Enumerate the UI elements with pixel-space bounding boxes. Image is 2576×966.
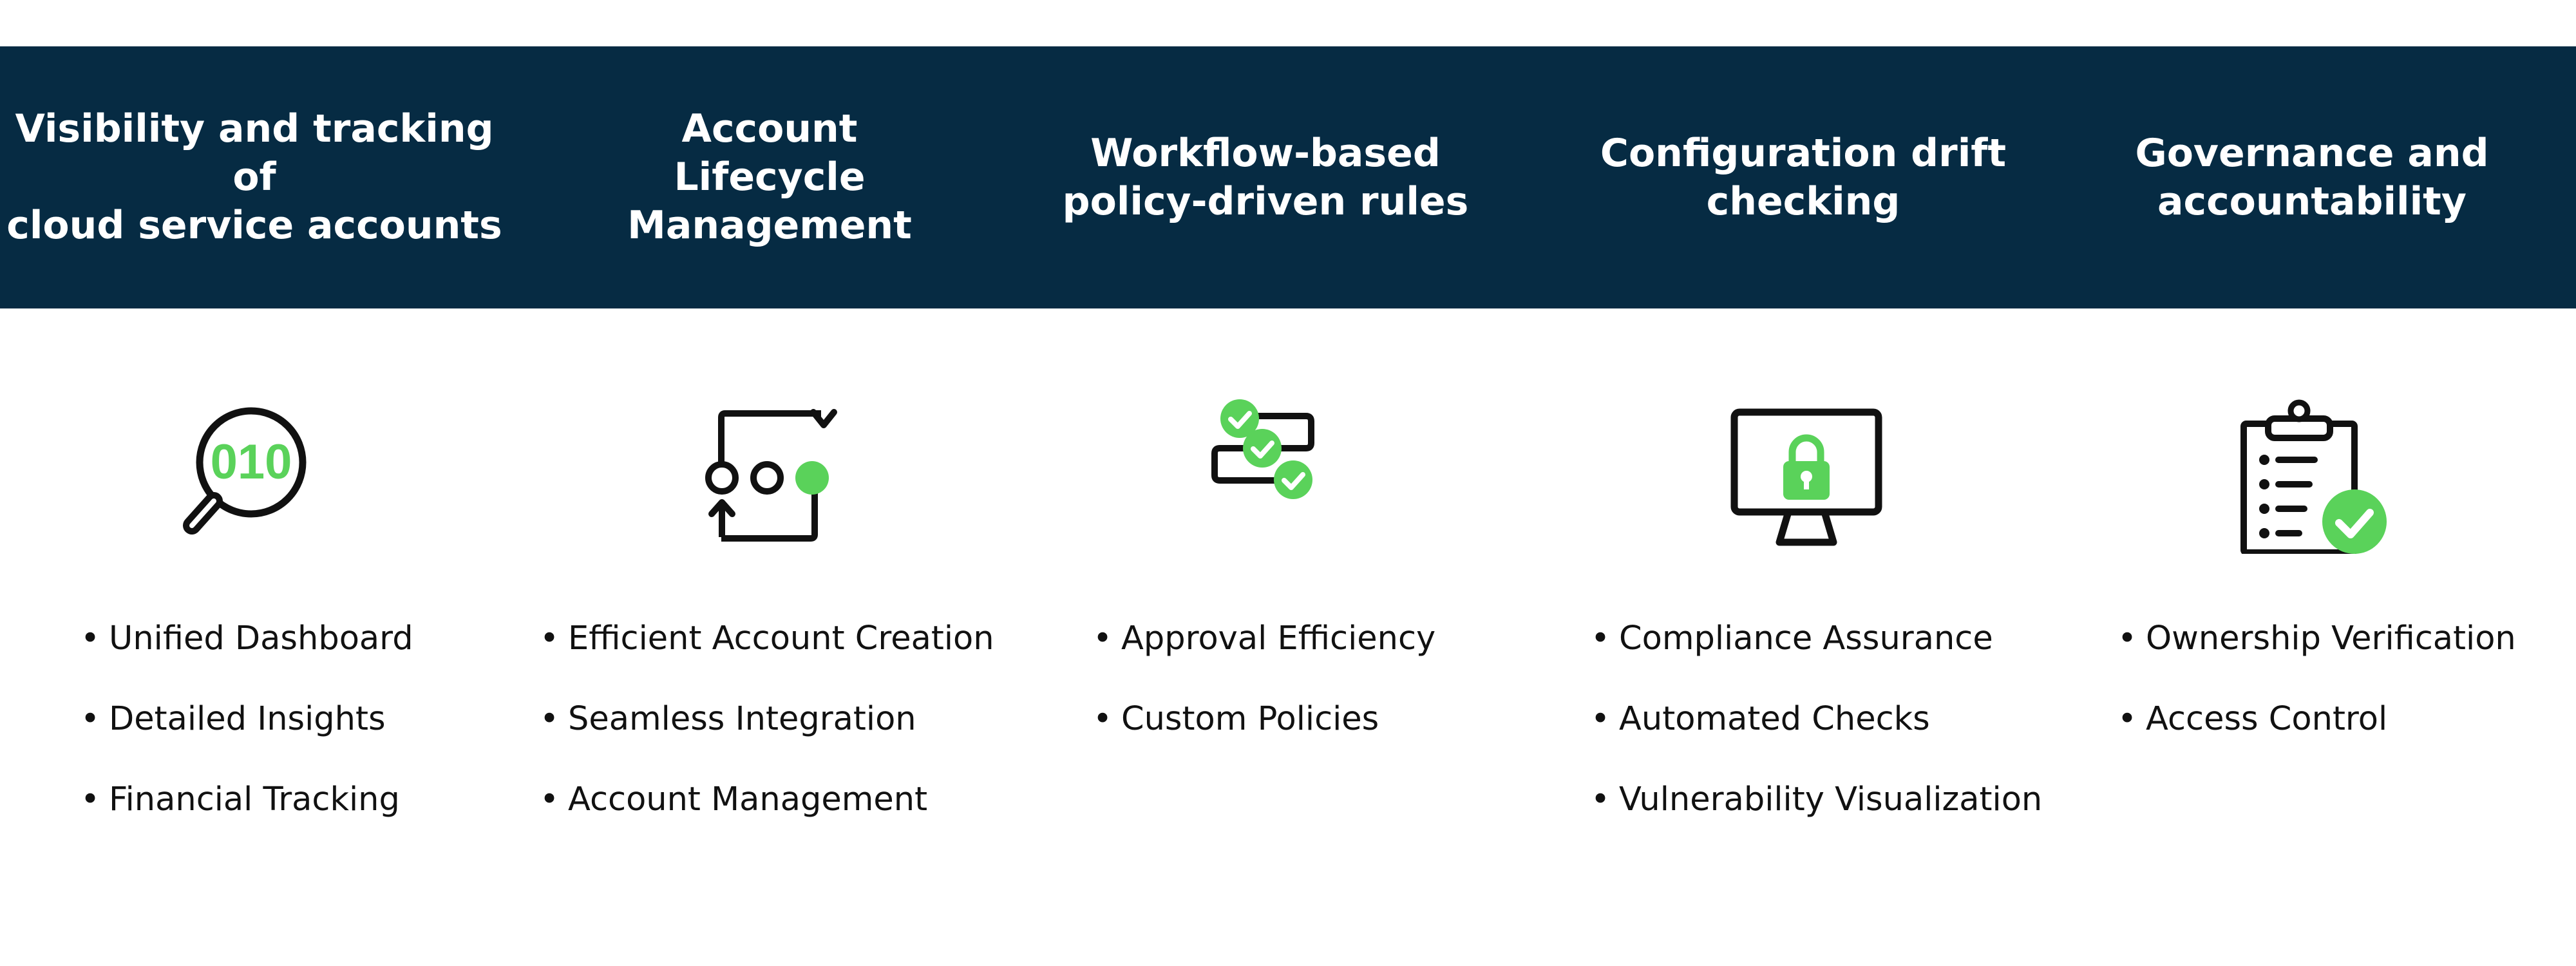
heading-governance: Governance and accountability	[2135, 130, 2489, 224]
list-item: •Detailed Insights	[80, 700, 386, 738]
list-item: •Automated Checks	[1591, 700, 1930, 738]
feature-list-configuration: •Compliance Assurance •Automated Checks …	[1591, 618, 2042, 860]
list-item: •Efficient Account Creation	[540, 620, 994, 658]
heading-configuration: Configuration drift checking	[1600, 130, 2007, 224]
list-item: •Approval Efficiency	[1093, 620, 1436, 658]
list-item: •Access Control	[2117, 700, 2388, 738]
list-item: •Custom Policies	[1093, 700, 1379, 738]
workflow-checks-icon	[1211, 399, 1323, 554]
header-band	[0, 46, 2576, 308]
heading-workflow: Workflow-based policy-driven rules	[1062, 130, 1469, 224]
feature-list-workflow: •Approval Efficiency •Custom Policies	[1093, 618, 1435, 779]
feature-list-visibility: •Unified Dashboard •Detailed Insights •F…	[80, 618, 413, 860]
list-item: •Seamless Integration	[540, 700, 916, 738]
list-item: •Unified Dashboard	[80, 620, 413, 658]
clipboard-check-icon	[2240, 399, 2394, 554]
heading-lifecycle: Account Lifecycle Management	[627, 106, 912, 248]
lifecycle-cycle-icon	[699, 399, 844, 554]
list-item: •Account Management	[540, 781, 928, 819]
monitor-lock-icon	[1729, 399, 1884, 554]
binary-text: 010	[211, 435, 292, 489]
list-item: •Vulnerability Visualization	[1591, 781, 2043, 819]
magnifier-binary-icon: 010	[174, 399, 322, 554]
list-item: •Ownership Verification	[2117, 620, 2516, 658]
feature-list-governance: •Ownership Verification •Access Control	[2117, 618, 2516, 779]
list-item: •Compliance Assurance	[1591, 620, 1993, 658]
list-item: •Financial Tracking	[80, 781, 400, 819]
feature-list-lifecycle: •Efficient Account Creation •Seamless In…	[540, 618, 994, 860]
heading-visibility: Visibility and tracking of cloud service…	[6, 106, 502, 248]
